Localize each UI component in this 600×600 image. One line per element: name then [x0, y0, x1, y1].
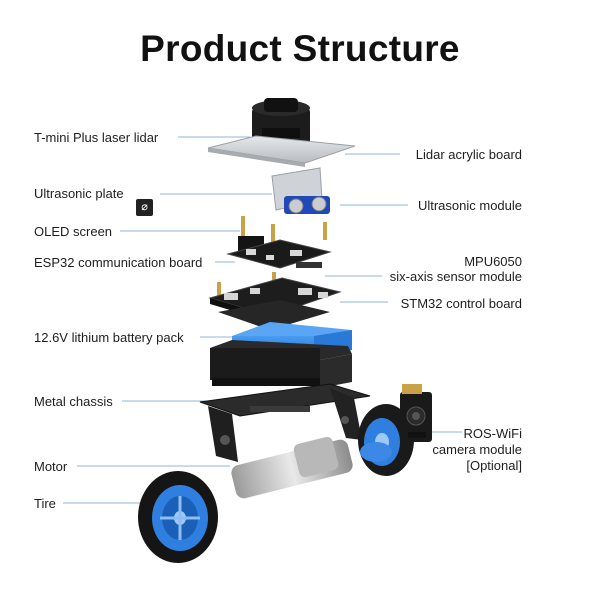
label-ros-wifi: ROS-WiFi — [463, 426, 523, 441]
crossed-circle-icon: ⌀ — [136, 199, 153, 216]
label-camera-module: camera module — [432, 442, 522, 457]
chassis-shape — [199, 383, 371, 462]
label-six-axis-sensor: six-axis sensor module — [389, 269, 522, 284]
label-acrylic-board: Lidar acrylic board — [415, 147, 522, 162]
battery-box-shape — [210, 340, 352, 388]
tire-shape — [138, 471, 218, 563]
label-esp32-board: ESP32 communication board — [34, 255, 203, 270]
label-optional: [Optional] — [466, 458, 522, 473]
label-mpu6050: MPU6050 — [464, 254, 522, 269]
ultrasonic-module-shape — [284, 196, 330, 214]
label-ultrasonic-plate: Ultrasonic plate — [34, 186, 124, 201]
esp32-board-shape — [226, 239, 332, 269]
camera-module-shape — [400, 384, 432, 442]
label-ultrasonic-module: Ultrasonic module — [417, 198, 522, 213]
label-battery-pack: 12.6V lithium battery pack — [34, 330, 184, 345]
label-lidar: T-mini Plus laser lidar — [34, 130, 159, 145]
label-tire: Tire — [34, 496, 56, 511]
label-motor: Motor — [34, 459, 68, 474]
page-title: Product Structure — [140, 28, 460, 69]
label-oled-screen: OLED screen — [34, 224, 113, 239]
label-stm32-board: STM32 control board — [400, 296, 522, 311]
motor-shape — [231, 436, 353, 499]
leader-lines — [63, 136, 462, 504]
acrylic-board-shape — [207, 135, 356, 164]
label-metal-chassis: Metal chassis — [34, 394, 113, 409]
